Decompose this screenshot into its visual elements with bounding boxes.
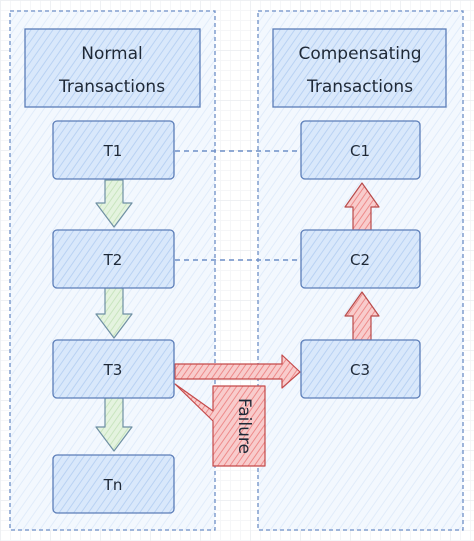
- step-tn: Tn: [52, 454, 175, 514]
- step-c2-label: C2: [350, 251, 370, 269]
- step-c1: C1: [300, 120, 421, 180]
- step-t2-label: T2: [103, 251, 123, 269]
- step-t1-label: T1: [103, 142, 123, 160]
- normal-header-line2: Transactions: [58, 77, 165, 97]
- step-c3: C3: [300, 339, 421, 399]
- step-t3-label: T3: [103, 361, 123, 379]
- step-t3: T3: [52, 339, 175, 399]
- t3-to-tn-arrow: [95, 397, 133, 452]
- normal-header-line1: Normal: [81, 44, 143, 64]
- step-c1-label: C1: [350, 142, 370, 160]
- step-t1: T1: [52, 120, 175, 180]
- compensating-header-line2: Transactions: [306, 77, 413, 97]
- c3-to-c2-arrow: [344, 291, 380, 341]
- failure-label: Failure: [234, 398, 254, 454]
- normal-transactions-header: Normal Transactions: [24, 28, 201, 108]
- step-t2: T2: [52, 229, 175, 289]
- t2-to-t3-arrow: [95, 287, 133, 339]
- compensating-transactions-header: Compensating Transactions: [272, 28, 447, 108]
- compensating-header-line1: Compensating: [298, 44, 421, 64]
- step-c2: C2: [300, 229, 421, 289]
- step-c3-label: C3: [350, 361, 370, 379]
- step-tn-label: Tn: [103, 476, 123, 494]
- t1-to-t2-arrow: [95, 179, 133, 228]
- c2-to-c1-arrow: [344, 182, 380, 231]
- failure-callout: [174, 383, 266, 467]
- t3-to-c3-failure-arrow: [174, 354, 301, 389]
